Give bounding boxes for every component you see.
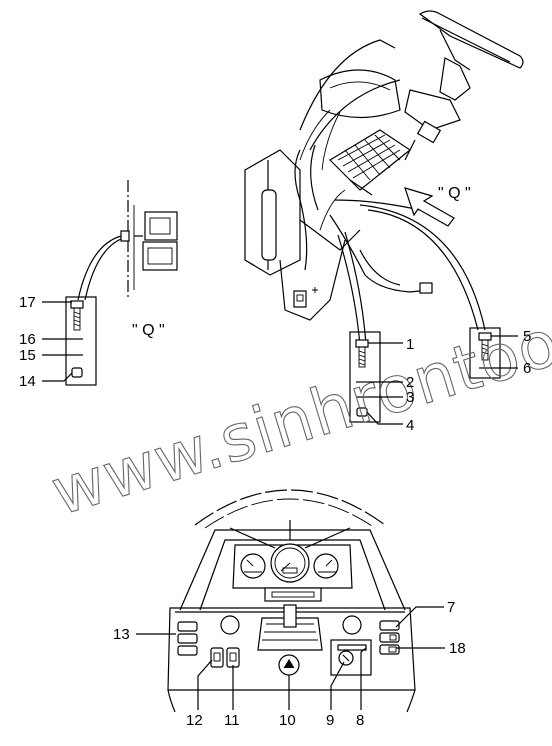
callout-14: 14 xyxy=(19,373,36,390)
callout-6: 6 xyxy=(523,360,531,377)
callout-5: 5 xyxy=(523,328,531,345)
watermark: www.sinhrontoo.kz xyxy=(43,279,552,531)
view-label-left: " Q " xyxy=(132,322,165,339)
fastener-tag-left xyxy=(65,296,97,386)
gauge-left xyxy=(240,553,266,579)
fuse-grid xyxy=(337,134,401,181)
callout-18: 18 xyxy=(449,640,466,657)
callout-2: 2 xyxy=(406,374,414,391)
callout-11: 11 xyxy=(224,712,240,729)
callout-3: 3 xyxy=(406,389,414,406)
dashboard-view xyxy=(167,489,416,713)
gauge-center xyxy=(270,543,310,583)
callout-15: 15 xyxy=(19,347,36,364)
q-view-bracket xyxy=(77,180,178,301)
fastener-tag-right xyxy=(469,327,501,379)
view-label-top: " Q " xyxy=(438,185,471,202)
callout-4: 4 xyxy=(406,417,414,434)
fastener-tag-center xyxy=(349,331,381,423)
callout-7: 7 xyxy=(447,599,455,616)
callout-10: 10 xyxy=(279,712,296,729)
callout-17: 17 xyxy=(19,294,36,311)
callout-13: 13 xyxy=(113,626,130,643)
callout-16: 16 xyxy=(19,331,36,348)
leader-lines xyxy=(42,301,518,710)
callout-12: 12 xyxy=(186,712,203,729)
callout-8: 8 xyxy=(356,712,364,729)
gauge-right xyxy=(313,553,339,579)
callout-1: 1 xyxy=(406,336,414,353)
view-q-arrow xyxy=(404,187,455,227)
steering-column-assembly xyxy=(244,10,524,346)
callout-9: 9 xyxy=(326,712,334,729)
